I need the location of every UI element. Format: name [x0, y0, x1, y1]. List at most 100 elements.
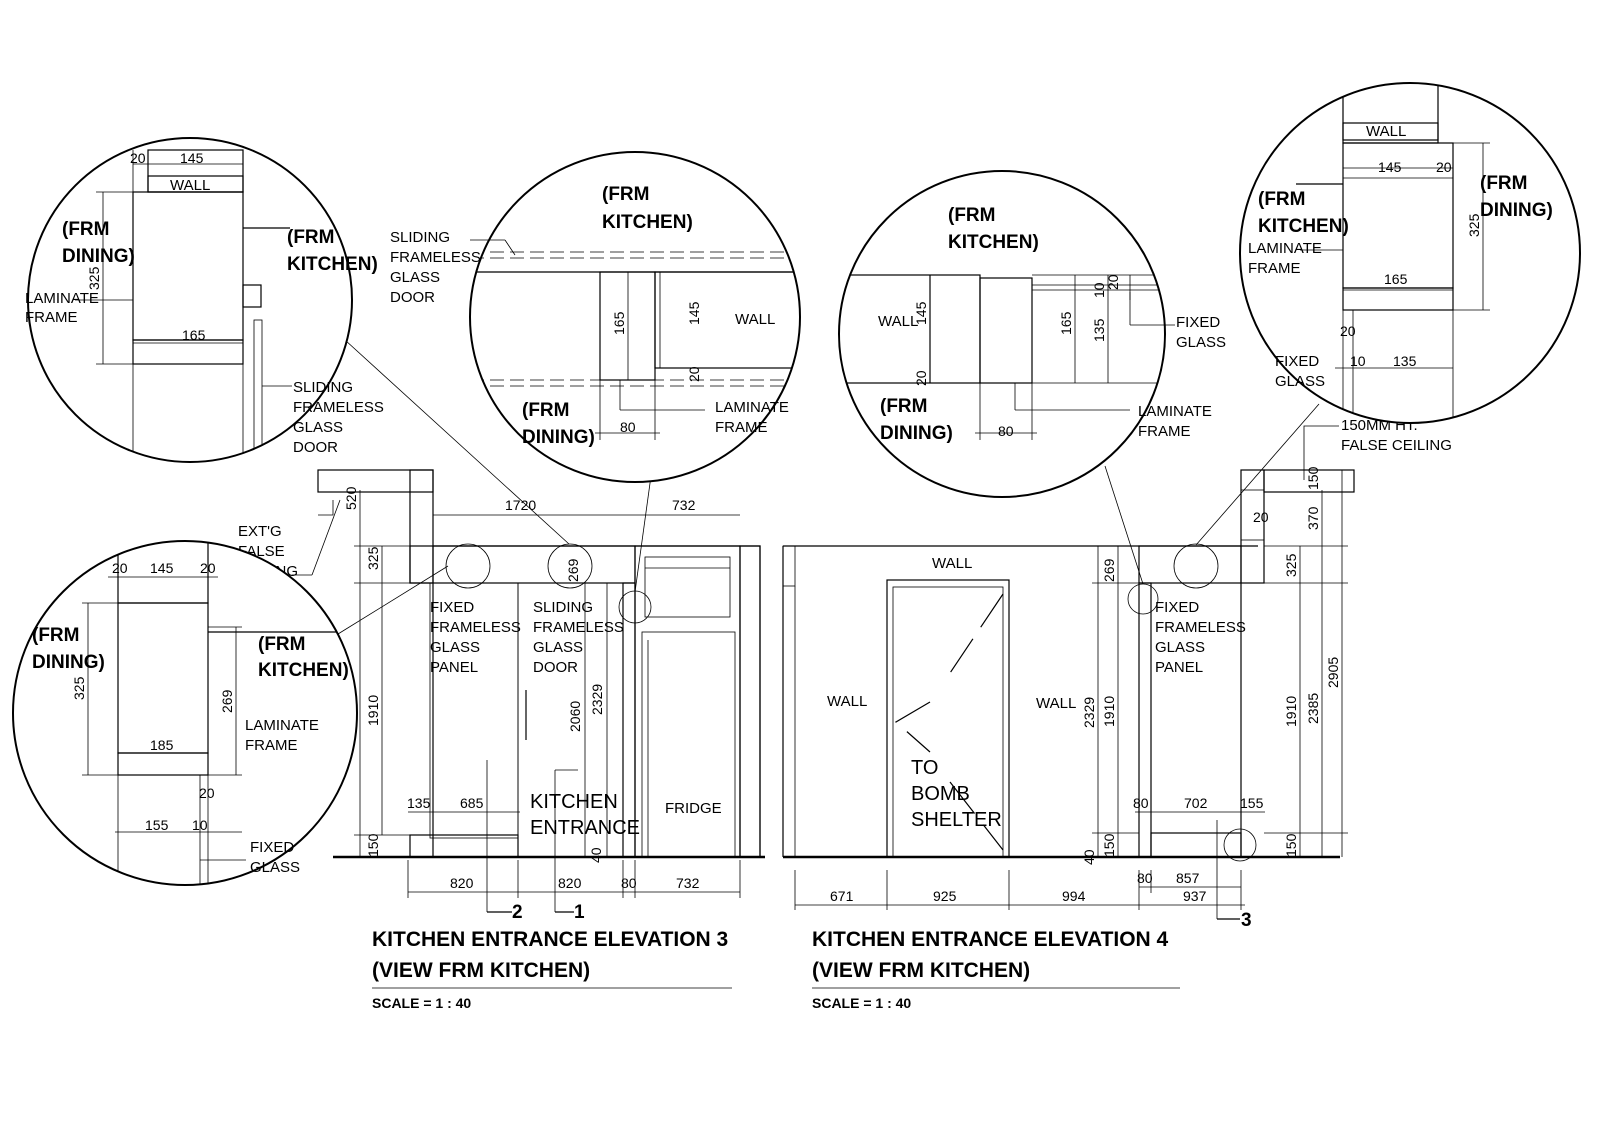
svg-text:KITCHEN: KITCHEN — [530, 791, 618, 813]
svg-text:FIXED: FIXED — [430, 599, 474, 616]
dim-a-145: 145 — [180, 150, 204, 166]
dim-e4-325: 325 — [1283, 553, 1299, 577]
svg-text:SHELTER: SHELTER — [911, 809, 1002, 831]
dim-40: 40 — [588, 847, 604, 863]
elevation-3: 520 325 2385 1910 150 1720 732 269 2060 … — [238, 339, 765, 1011]
dim-e-20b: 20 — [1340, 323, 1356, 339]
label-b-frm-kitchen: (FRM KITCHEN) — [602, 184, 693, 233]
svg-text:TO: TO — [911, 757, 938, 779]
svg-text:KITCHEN): KITCHEN) — [258, 660, 349, 681]
dim-e-10: 10 — [1350, 353, 1366, 369]
dim-150: 150 — [365, 833, 381, 857]
dim-e4-2905: 2905 — [1325, 657, 1341, 688]
dim-e4-155: 155 — [1240, 795, 1264, 811]
label-a-wall: WALL — [170, 177, 210, 194]
dim-820a: 820 — [450, 875, 474, 891]
svg-text:FRAME: FRAME — [1138, 423, 1191, 440]
svg-text:GLASS: GLASS — [293, 419, 343, 436]
dim-1910: 1910 — [365, 695, 381, 726]
label-c-fixed-glass: FIXED GLASS — [250, 839, 300, 876]
dim-c-20b: 20 — [200, 560, 216, 576]
dim-e-325: 325 — [1466, 213, 1482, 237]
svg-text:FRAMELESS: FRAMELESS — [430, 619, 521, 636]
svg-text:KITCHEN): KITCHEN) — [287, 254, 378, 275]
svg-text:(FRM: (FRM — [32, 625, 79, 646]
svg-text:ENTRANCE: ENTRANCE — [530, 817, 640, 839]
dim-b-20: 20 — [686, 366, 702, 382]
label-fixed-panel-e3: FIXED FRAMELESS GLASS PANEL — [430, 599, 521, 676]
dim-e4-150b: 150 — [1283, 833, 1299, 857]
dim-e4-40: 40 — [1081, 849, 1097, 865]
dim-269: 269 — [565, 558, 581, 582]
svg-text:GLASS: GLASS — [430, 639, 480, 656]
dim-e4-1910: 1910 — [1101, 696, 1117, 727]
dim-e4-925: 925 — [933, 888, 957, 904]
dim-d-80: 80 — [998, 423, 1014, 439]
dim-c-20a: 20 — [112, 560, 128, 576]
dim-d-20a: 20 — [913, 370, 929, 386]
dim-e4-150: 150 — [1101, 833, 1117, 857]
detail-b: (FRM KITCHEN) (FRM DINING) SLIDING FRAME… — [390, 151, 801, 483]
svg-text:(FRM: (FRM — [948, 205, 995, 226]
svg-text:FIXED: FIXED — [1275, 353, 1319, 370]
dim-732-bot: 732 — [676, 875, 700, 891]
svg-text:FRAME: FRAME — [715, 419, 768, 436]
svg-text:(FRM: (FRM — [1480, 173, 1527, 194]
dim-b-145: 145 — [686, 301, 702, 325]
svg-text:FRAMELESS: FRAMELESS — [1155, 619, 1246, 636]
label-c-frm-dining: (FRM DINING) — [32, 625, 105, 673]
label-a-sliding: SLIDING FRAMELESS GLASS DOOR — [293, 379, 384, 456]
dim-e-165: 165 — [1384, 271, 1408, 287]
dim-c-145: 145 — [150, 560, 174, 576]
svg-text:(FRM: (FRM — [880, 396, 927, 417]
svg-text:DOOR: DOOR — [390, 289, 435, 306]
svg-text:GLASS: GLASS — [1155, 639, 1205, 656]
dim-732-top: 732 — [672, 497, 696, 513]
dim-c-155: 155 — [145, 817, 169, 833]
svg-text:DINING): DINING) — [1480, 200, 1553, 221]
svg-text:SLIDING: SLIDING — [293, 379, 353, 396]
svg-text:DINING): DINING) — [522, 427, 595, 448]
title-elevation-4: KITCHEN ENTRANCE ELEVATION 4 — [812, 928, 1169, 951]
dim-80: 80 — [621, 875, 637, 891]
label-c-frm-kitchen: (FRM KITCHEN) — [258, 634, 349, 681]
label-b-wall: WALL — [735, 311, 775, 328]
svg-text:GLASS: GLASS — [1275, 373, 1325, 390]
dim-e4-80: 80 — [1133, 795, 1149, 811]
svg-text:(FRM: (FRM — [62, 219, 109, 240]
dim-c-269: 269 — [219, 689, 235, 713]
dim-a-20: 20 — [130, 150, 146, 166]
label-d-laminate: LAMINATE FRAME — [1138, 403, 1212, 440]
dim-c-20c: 20 — [199, 785, 215, 801]
svg-text:DINING): DINING) — [32, 652, 105, 673]
svg-text:GLASS: GLASS — [250, 859, 300, 876]
dim-c-325: 325 — [71, 676, 87, 700]
detail-a: 20 145 WALL 325 165 (FRM DINING) (FRM KI… — [25, 137, 384, 463]
dim-e-20a: 20 — [1436, 159, 1452, 175]
dim-685: 685 — [460, 795, 484, 811]
dim-820b: 820 — [558, 875, 582, 891]
title-elevation-3: KITCHEN ENTRANCE ELEVATION 3 — [372, 928, 728, 951]
svg-text:KITCHEN): KITCHEN) — [948, 232, 1039, 253]
marker-2: 2 — [512, 902, 523, 923]
label-wall-right: WALL — [1036, 695, 1076, 712]
detail-d: WALL 145 20 165 135 10 20 80 (FRM KITCHE… — [838, 170, 1226, 498]
dim-e4-1910b: 1910 — [1283, 696, 1299, 727]
svg-text:LAMINATE: LAMINATE — [715, 399, 789, 416]
svg-text:(FRM: (FRM — [1258, 189, 1305, 210]
marker-1: 1 — [574, 902, 585, 923]
subtitle-elevation-4: (VIEW FRM KITCHEN) — [812, 959, 1030, 982]
label-sliding-door-e3: SLIDING FRAMELESS GLASS DOOR — [533, 599, 624, 676]
label-d-frm-dining: (FRM DINING) — [880, 396, 953, 444]
dim-d-10: 10 — [1091, 282, 1107, 298]
dim-a-325: 325 — [86, 266, 102, 290]
svg-text:SLIDING: SLIDING — [390, 229, 450, 246]
dim-c-185: 185 — [150, 737, 174, 753]
label-e-fixed-glass: FIXED GLASS — [1275, 353, 1325, 390]
dim-e4-370: 370 — [1305, 506, 1321, 530]
dim-e4-2329: 2329 — [1081, 697, 1097, 728]
svg-text:PANEL: PANEL — [430, 659, 478, 676]
dim-c-10: 10 — [192, 817, 208, 833]
dim-135: 135 — [407, 795, 431, 811]
svg-text:GLASS: GLASS — [390, 269, 440, 286]
